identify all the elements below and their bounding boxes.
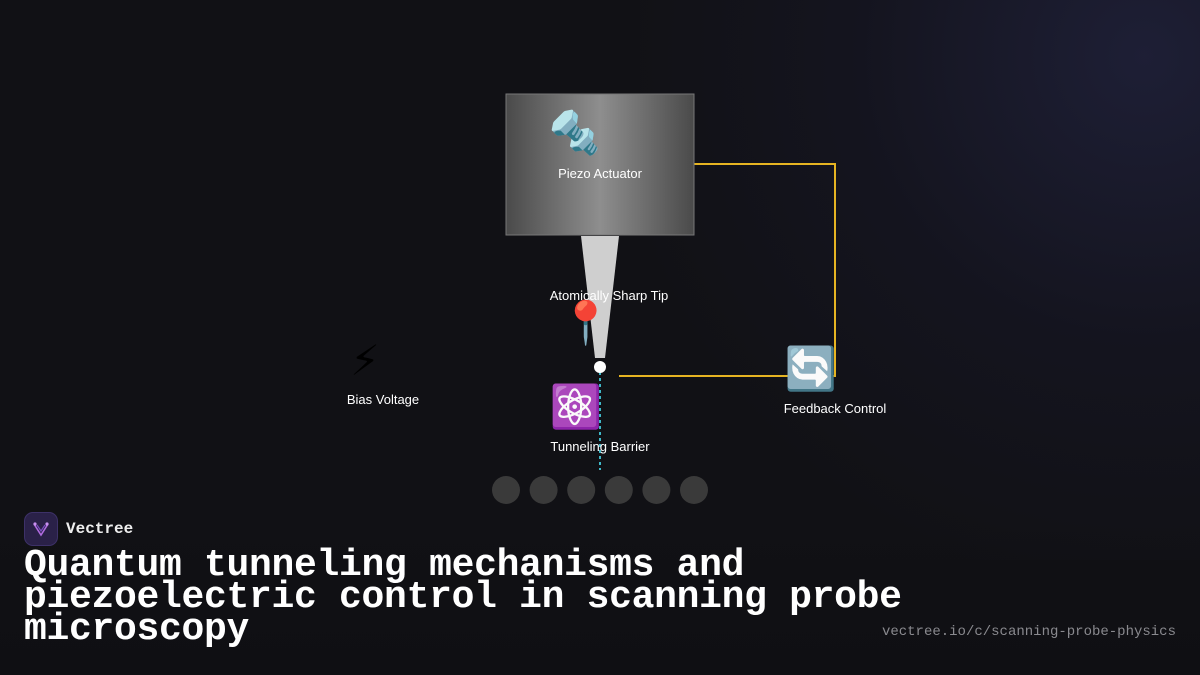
sample-atom: [642, 476, 671, 504]
sample-atom: [567, 476, 596, 504]
page-title: Quantum tunneling mechanisms and piezoel…: [24, 544, 902, 651]
feedback-control-label: Feedback Control: [783, 401, 887, 416]
feedback-loop-line: [619, 163, 836, 377]
probe-tip: [581, 236, 619, 358]
tip-apex-dot: [594, 361, 606, 373]
piezo-actuator-block: [505, 93, 695, 236]
background-glow: [640, 0, 1200, 560]
round-pushpin-icon: 📍: [559, 298, 613, 347]
piezo-actuator-label: Piezo Actuator: [558, 166, 642, 181]
sample-atom: [604, 476, 633, 504]
brand-name: Vectree: [66, 520, 134, 538]
source-url: vectree.io/c/scanning-probe-physics: [881, 624, 1176, 640]
atom-icon: ⚛️: [549, 382, 603, 431]
nut-and-bolt-icon: 🔩: [548, 108, 602, 157]
tip-label: Atomically Sharp Tip: [549, 288, 669, 303]
counterclockwise-arrows-icon: 🔄: [784, 344, 838, 393]
sample-atom: [680, 476, 708, 504]
tunneling-barrier-label: Tunneling Barrier: [550, 439, 650, 454]
high-voltage-icon: ⚡: [350, 336, 380, 385]
sample-atom: [492, 476, 520, 504]
bias-voltage-label: Bias Voltage: [346, 392, 420, 407]
vectree-logo-icon: [24, 512, 58, 546]
brand: Vectree: [24, 512, 133, 546]
sample-atom: [529, 476, 558, 504]
bottom-fade: [0, 525, 1200, 675]
sample-atoms: [492, 476, 708, 504]
